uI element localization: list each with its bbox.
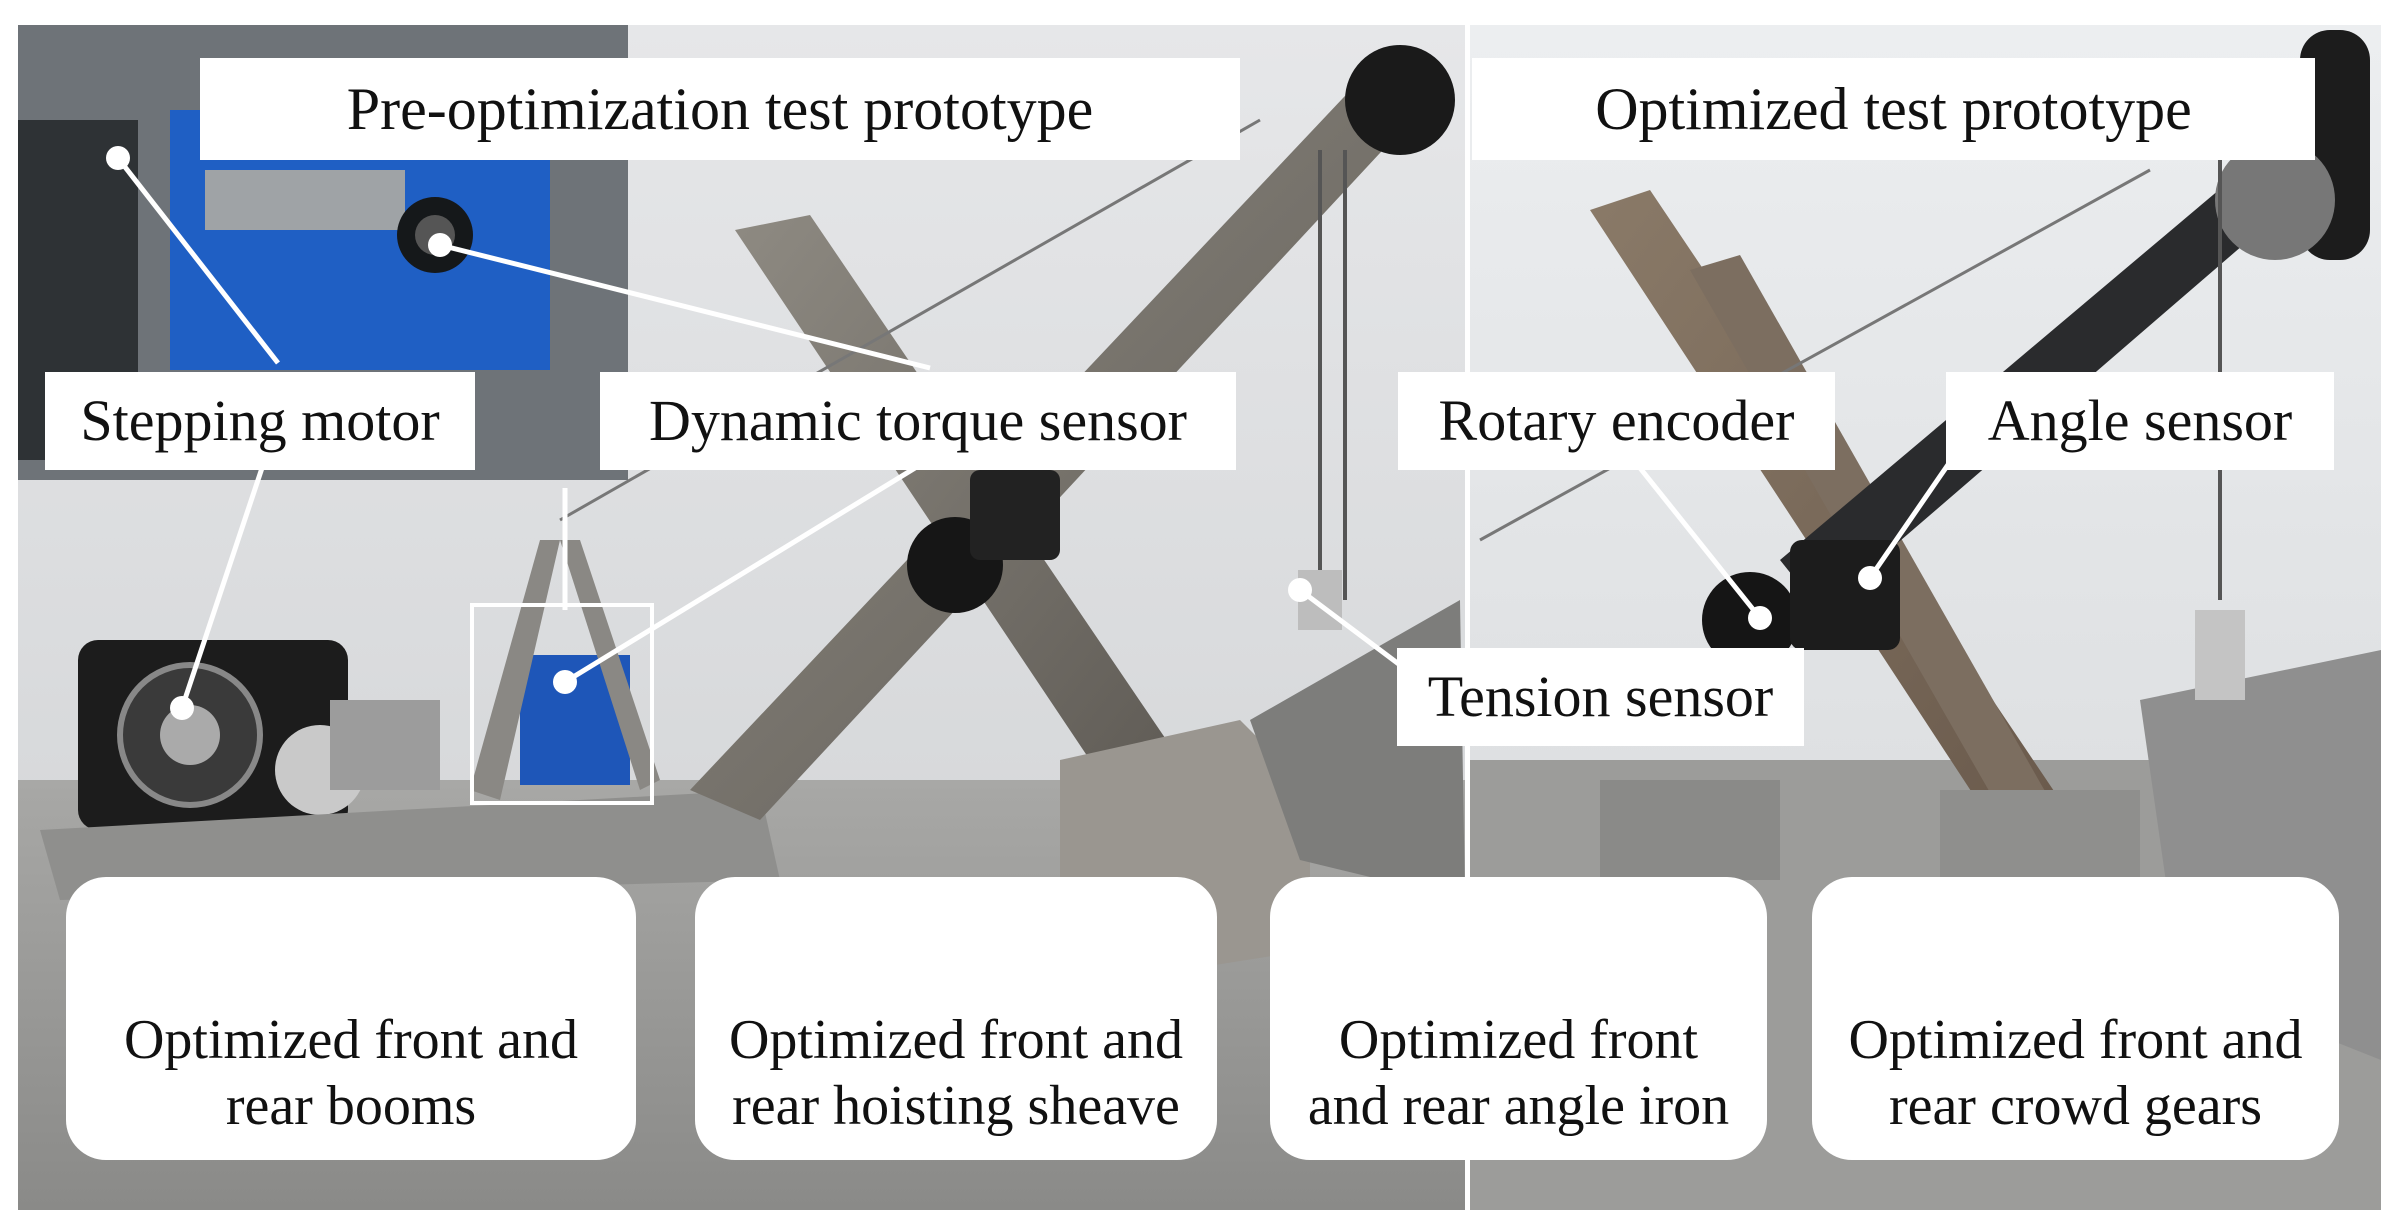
dynamic-torque-sensor-label: Dynamic torque sensor <box>600 372 1236 470</box>
booms-card: Optimized front and rear booms <box>66 877 636 1160</box>
left-panel-title: Pre-optimization test prototype <box>200 58 1240 160</box>
gears-card: Optimized front and rear crowd gears <box>1812 877 2339 1160</box>
booms-caption-line1: Optimized front and <box>123 1009 579 1071</box>
gears-caption: Optimized front and rear crowd gears <box>1812 1007 2339 1139</box>
angle-sensor-label: Angle sensor <box>1946 372 2334 470</box>
right-panel-title: Optimized test prototype <box>1472 58 2315 160</box>
angle-iron-caption: Optimized front and rear angle iron <box>1270 1007 1767 1139</box>
sheave-card: Optimized front and rear hoisting sheave <box>695 877 1217 1160</box>
booms-caption: Optimized front and rear booms <box>66 1007 636 1139</box>
right-photo <box>1470 25 2381 1210</box>
gears-caption-line2: rear crowd gears <box>1888 1075 2263 1137</box>
angle-iron-caption-line2: and rear angle iron <box>1307 1075 1730 1137</box>
sheave-caption: Optimized front and rear hoisting sheave <box>695 1007 1217 1139</box>
sheave-caption-line2: rear hoisting sheave <box>732 1075 1180 1137</box>
gears-caption-line1: Optimized front and <box>1848 1009 2303 1071</box>
tension-sensor-label: Tension sensor <box>1397 648 1804 746</box>
leader-dots <box>106 146 1882 720</box>
sheave-caption-line1: Optimized front and <box>728 1009 1184 1071</box>
stepping-motor-label: Stepping motor <box>45 372 475 470</box>
booms-caption-line2: rear booms <box>225 1075 477 1137</box>
rotary-encoder-label: Rotary encoder <box>1398 372 1835 470</box>
leader-lines <box>116 156 1968 709</box>
angle-iron-card: Optimized front and rear angle iron <box>1270 877 1767 1160</box>
angle-iron-caption-line1: Optimized front <box>1338 1009 1699 1071</box>
